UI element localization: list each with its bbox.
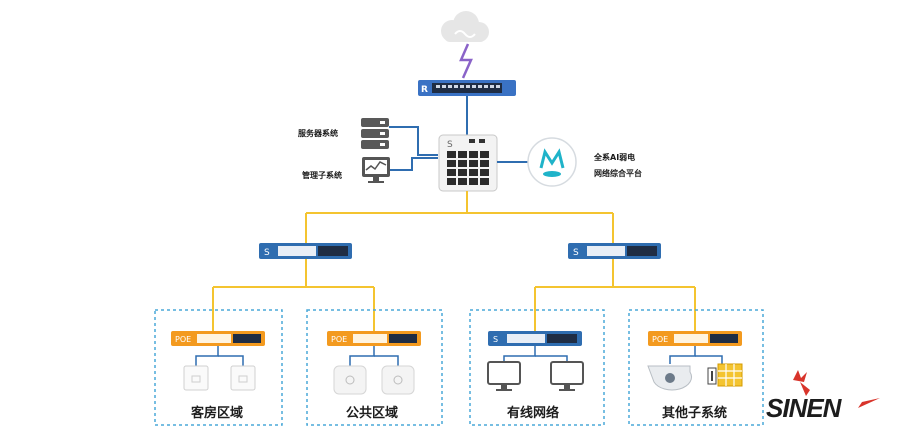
- distribution-switch-left: [259, 243, 352, 259]
- zone-box-wired: [469, 309, 605, 426]
- poe-switch-public: [327, 331, 421, 346]
- core-switch-badge: S: [447, 140, 453, 150]
- zone-title-other: 其他子系统: [662, 406, 728, 421]
- poe-badge-public: POE: [331, 335, 347, 344]
- access-control-icon: [707, 363, 743, 387]
- poe-badge-other: POE: [652, 335, 668, 344]
- poe-switch-other: [648, 331, 742, 346]
- zone-title-public: 公共区域: [346, 406, 399, 421]
- router-badge: R: [421, 85, 428, 95]
- camera-icon: [647, 365, 692, 391]
- brand-logo-mark: [793, 370, 880, 408]
- poe-switch-guestroom: [171, 331, 265, 346]
- distribution-switch-right: [568, 243, 661, 259]
- switch-badge-right: S: [573, 248, 579, 258]
- zone-title-wired: 有线网络: [507, 406, 560, 421]
- zone-box-other: [628, 309, 764, 426]
- brand-logo: SINEN: [766, 393, 841, 423]
- ceiling-ap-icon: [381, 365, 415, 395]
- monitor-icon: [487, 361, 521, 391]
- platform-label-line1: 全系AI弱电: [594, 153, 636, 162]
- zone-title-guestroom: 客房区域: [191, 406, 244, 421]
- cloud-icon: [441, 11, 489, 42]
- switch-badge-left: S: [264, 248, 270, 258]
- zone-box-guestroom: [154, 309, 283, 426]
- core-switch-device: [438, 134, 498, 192]
- platform-label-line2: 网络综合平台: [594, 169, 642, 178]
- ceiling-ap-icon: [333, 365, 367, 395]
- monitor-icon: [362, 157, 390, 183]
- server-icon: [361, 118, 389, 149]
- lightning-icon: [459, 43, 473, 79]
- management-subsystem-label: 管理子系统: [302, 171, 342, 180]
- switch-badge-wired: S: [493, 335, 498, 344]
- router-device: [418, 80, 516, 96]
- zone-box-public: [306, 309, 443, 426]
- panel-ap-icon: [230, 365, 256, 391]
- access-switch-wired: [488, 331, 582, 346]
- poe-badge-guestroom: POE: [175, 335, 191, 344]
- monitor-icon: [550, 361, 584, 391]
- server-system-label: 服务器系统: [298, 129, 338, 138]
- ai-platform-icon: [527, 137, 577, 187]
- panel-ap-icon: [183, 365, 209, 391]
